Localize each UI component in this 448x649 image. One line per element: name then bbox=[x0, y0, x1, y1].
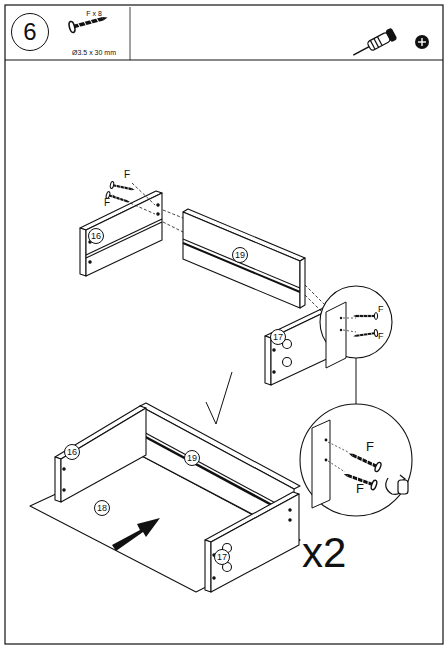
callout-number: 17 bbox=[217, 553, 227, 562]
spec-text: F x 8 bbox=[86, 10, 102, 17]
screw bbox=[353, 313, 378, 320]
page-frame bbox=[5, 5, 443, 644]
callout-number: 17 bbox=[273, 333, 283, 342]
step-number: 6 bbox=[11, 13, 49, 51]
screwdriver-icon bbox=[350, 28, 396, 60]
quantity-multiplier: x2 bbox=[302, 532, 346, 574]
panel-19 bbox=[183, 209, 305, 308]
drawer-assembly bbox=[30, 403, 300, 592]
callout-number: 16 bbox=[67, 448, 77, 457]
alignment-lines bbox=[112, 183, 338, 328]
callout-number: 19 bbox=[235, 251, 245, 260]
detail-callout bbox=[320, 286, 392, 368]
callout-number: 19 bbox=[187, 454, 197, 463]
insert-arrow bbox=[112, 518, 160, 551]
fastener-letter: F bbox=[366, 440, 374, 453]
down-arrow bbox=[206, 372, 232, 424]
part-number: 16 bbox=[64, 444, 80, 460]
header-divider bbox=[130, 7, 131, 60]
screwdriver-tip bbox=[386, 475, 408, 494]
header-rule bbox=[5, 60, 443, 61]
fastener-letter: F bbox=[378, 305, 384, 314]
part-number: 18 bbox=[94, 500, 110, 516]
callout-number: 16 bbox=[91, 232, 101, 241]
fastener-letter: F bbox=[356, 482, 364, 495]
part-number: 17 bbox=[270, 329, 286, 345]
phillips-symbol bbox=[415, 35, 429, 49]
spec-text: Ø3.5 x 30 mm bbox=[72, 49, 116, 56]
part-number: 19 bbox=[232, 247, 248, 263]
callout-number: 6 bbox=[23, 20, 36, 44]
fastener-letter: F bbox=[104, 198, 110, 208]
part-number: 19 bbox=[184, 450, 200, 466]
part-number: 16 bbox=[88, 228, 104, 244]
panel-16 bbox=[80, 191, 162, 276]
callout-number: 18 bbox=[97, 504, 107, 513]
detail-callout-large bbox=[300, 404, 412, 516]
callout-leader bbox=[356, 358, 357, 405]
fastener-letter: F bbox=[378, 332, 384, 341]
screw bbox=[110, 181, 136, 193]
fastener-letter: F bbox=[124, 170, 130, 180]
fastener-spec: F x 8 Ø3.5 x 30 mm bbox=[62, 8, 126, 58]
screw bbox=[353, 329, 378, 339]
panel-17 bbox=[265, 300, 346, 385]
screw bbox=[347, 449, 382, 472]
part-number: 17 bbox=[214, 549, 230, 565]
